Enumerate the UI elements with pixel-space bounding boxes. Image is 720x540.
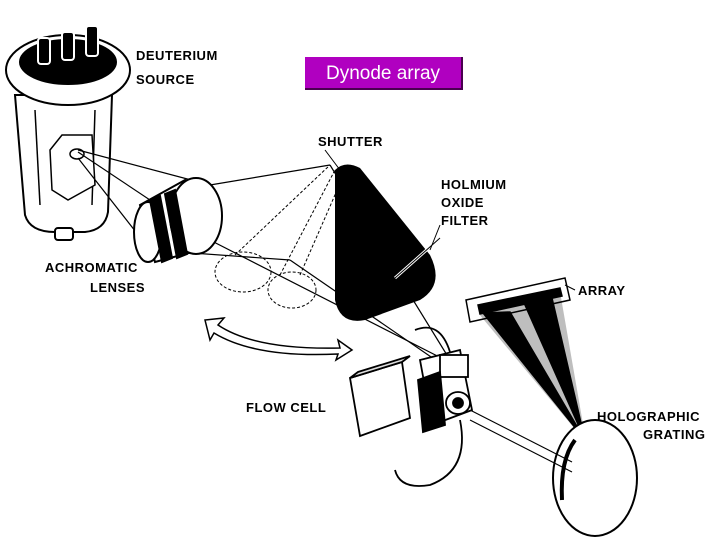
leader-lines (324, 149, 576, 291)
label-grating: GRATING (643, 427, 706, 442)
label-holmium: HOLMIUM (441, 177, 507, 192)
label-filter: FILTER (441, 213, 489, 228)
label-achromatic: ACHROMATIC (45, 260, 138, 275)
rotation-arrow (204, 317, 354, 362)
label-holographic: HOLOGRAPHIC (597, 409, 700, 424)
holographic-grating (469, 409, 638, 537)
label-shutter: SHUTTER (318, 134, 383, 149)
label-deuterium: DEUTERIUM (136, 48, 218, 63)
dynode-array-banner: Dynode array (305, 57, 463, 90)
label-oxide: OXIDE (441, 195, 484, 210)
filter-positions (214, 164, 346, 309)
holmium-filter (335, 164, 441, 321)
detector-array (465, 277, 587, 443)
label-lenses: LENSES (90, 280, 146, 295)
deuterium-lamp (5, 25, 131, 241)
label-flow-cell: FLOW CELL (246, 400, 327, 415)
achromatic-lens (133, 177, 223, 264)
flow-cell (348, 326, 474, 487)
label-source: SOURCE (136, 72, 195, 87)
label-array: ARRAY (578, 283, 626, 298)
